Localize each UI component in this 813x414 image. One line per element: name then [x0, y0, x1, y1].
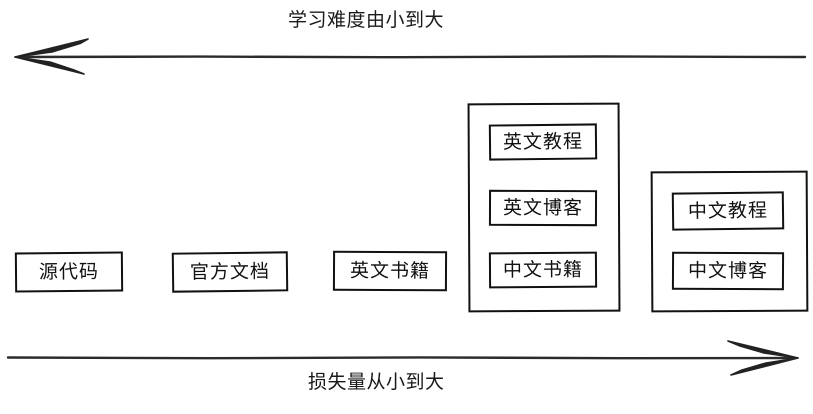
loss-axis-arrow	[6, 340, 799, 376]
item-box-source-code[interactable]: 源代码	[14, 251, 124, 293]
item-label: 官方文档	[189, 261, 271, 283]
item-label: 中文教程	[687, 200, 769, 222]
item-box-english-book[interactable]: 英文书籍	[332, 250, 448, 292]
loss-axis-label: 损失量从小到大	[308, 372, 445, 393]
item-label: 英文教程	[502, 131, 584, 153]
item-label: 英文博客	[502, 197, 584, 219]
item-box-chinese-tutorial[interactable]: 中文教程	[671, 191, 785, 231]
difficulty-axis-arrow	[14, 38, 807, 75]
item-box-official-docs[interactable]: 官方文档	[171, 251, 289, 293]
item-label: 中文博客	[687, 260, 769, 282]
item-label: 源代码	[38, 261, 100, 283]
item-box-chinese-blog[interactable]: 中文博客	[671, 251, 785, 291]
difficulty-axis-label: 学习难度由小到大	[288, 10, 445, 31]
item-label: 中文书籍	[502, 259, 584, 281]
item-label: 英文书籍	[349, 260, 431, 282]
item-box-chinese-book[interactable]: 中文书籍	[488, 251, 598, 289]
item-box-english-tutorial[interactable]: 英文教程	[488, 123, 598, 161]
item-box-english-blog[interactable]: 英文博客	[488, 189, 598, 227]
